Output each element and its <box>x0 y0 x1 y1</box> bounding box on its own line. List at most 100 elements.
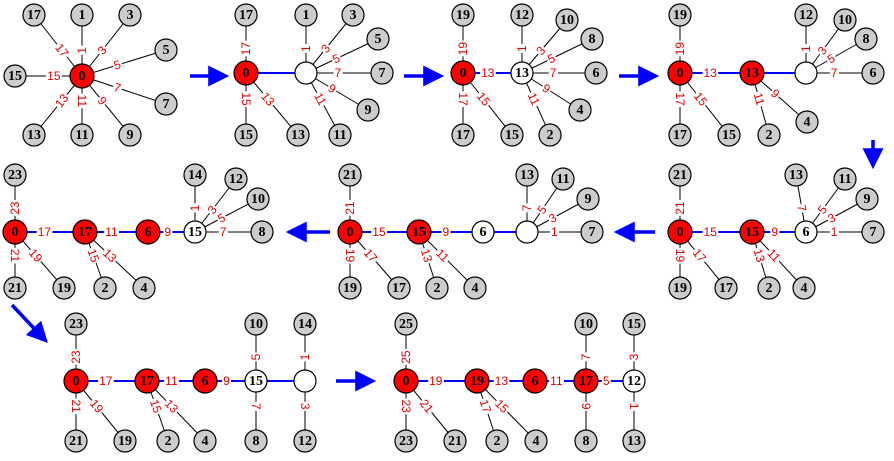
edge-label-bg <box>799 43 813 53</box>
edge-label-bg <box>763 245 785 266</box>
node-label: 11 <box>556 172 569 187</box>
edge-weight-label: 19 <box>429 374 443 388</box>
gray-node <box>118 123 142 147</box>
red-node <box>72 219 98 245</box>
gray-node <box>154 38 178 62</box>
edge-weight-label: 21 <box>8 249 22 263</box>
node-label: 15 <box>745 225 759 240</box>
node-label: 15 <box>505 128 519 143</box>
gray-node <box>833 8 857 32</box>
edge-weight-label: 1 <box>188 204 202 211</box>
node-label: 23 <box>8 168 22 183</box>
gray-node <box>328 123 352 147</box>
edge-label-bg <box>673 91 687 108</box>
node-label: 15 <box>188 225 202 240</box>
edge-weight-label: 19 <box>343 249 357 263</box>
edge-weight-label: 17 <box>456 92 470 106</box>
node-label: 0 <box>677 225 684 240</box>
node-label: 15 <box>627 317 641 332</box>
red-node <box>739 219 765 245</box>
edge-weight-label: 23 <box>399 400 413 414</box>
edge-label-bg <box>549 225 559 239</box>
node-label: 21 <box>69 434 83 449</box>
node-label: 21 <box>673 168 687 183</box>
edge-weight-label: 17 <box>52 41 71 60</box>
edge-weight-label: 5 <box>603 374 610 388</box>
gray-node <box>463 276 487 300</box>
edge-label-bg <box>111 57 124 74</box>
red-node <box>667 60 693 86</box>
edge-label-bg <box>75 93 89 109</box>
node-label: 17 <box>239 8 253 23</box>
gray-node <box>387 276 411 300</box>
edge-label-bg <box>702 66 719 80</box>
node-label: 0 <box>460 66 467 81</box>
gray-node <box>293 312 317 336</box>
edge-weight-label: 7 <box>794 204 809 213</box>
red-node <box>2 219 28 245</box>
gray-node <box>224 167 248 191</box>
node-label: 6 <box>803 225 810 240</box>
gray-node <box>580 220 604 244</box>
edge-weight-label: 15 <box>474 89 493 108</box>
white-node <box>515 220 539 244</box>
edge-weight-label: 9 <box>164 225 171 239</box>
edge-weight-label: 17 <box>361 246 381 266</box>
node-label: 17 <box>392 281 406 296</box>
node-label: 5 <box>375 32 382 47</box>
edge-weight-label: 21 <box>673 201 687 215</box>
edge-label-bg <box>8 200 22 216</box>
edge-weight-label: 7 <box>831 66 838 80</box>
edge-weight-label: 1 <box>551 225 558 239</box>
edge-weight-label: 1 <box>627 403 641 410</box>
node-label: 15 <box>239 128 253 143</box>
edge-label-bg <box>824 209 840 227</box>
gray-node <box>833 167 857 191</box>
node-label: 8 <box>253 434 260 449</box>
edge-label-bg <box>86 395 108 417</box>
gray-node <box>668 276 692 300</box>
node-label: 12 <box>627 374 641 389</box>
edge-weight-label: 1 <box>515 45 529 52</box>
edge <box>305 72 369 111</box>
node-label: 25 <box>399 317 413 332</box>
edge-label-bg <box>549 374 564 388</box>
edge-label-bg <box>473 88 495 110</box>
node-label: 4 <box>577 103 584 118</box>
white-node <box>622 369 646 393</box>
gray-node <box>451 123 475 147</box>
edge-label-bg <box>93 42 111 59</box>
node-label: 1 <box>79 8 86 23</box>
edge-weight-label: 19 <box>87 397 106 416</box>
node-label: 3 <box>350 8 357 23</box>
edge-weight-label: 11 <box>105 225 118 239</box>
red-node <box>135 219 161 245</box>
white-node <box>794 220 818 244</box>
node-label: 7 <box>589 225 596 240</box>
red-node <box>134 368 160 394</box>
edge-weight-label: 13 <box>258 89 278 108</box>
gray-node <box>443 429 467 453</box>
node-label: 6 <box>870 66 877 81</box>
node-label: 13 <box>27 128 41 143</box>
gray-node <box>293 429 317 453</box>
edge-weight-label: 1 <box>299 45 313 52</box>
node-label: 9 <box>365 103 372 118</box>
edge-label-bg <box>298 401 312 411</box>
edge-label-bg <box>7 247 22 264</box>
node-label: 17 <box>673 128 687 143</box>
edge-label-bg <box>520 203 534 213</box>
edge <box>81 75 131 136</box>
gray-node <box>584 61 608 85</box>
edge-weight-label: 15 <box>85 247 103 265</box>
edge-weight-label: 11 <box>751 91 768 107</box>
edge-weight-label: 17 <box>673 92 687 106</box>
node-label: 13 <box>520 168 534 183</box>
node-label: 21 <box>8 281 22 296</box>
edge-label-bg <box>299 43 313 53</box>
red-node <box>69 63 95 89</box>
edge-label-bg <box>456 40 470 57</box>
